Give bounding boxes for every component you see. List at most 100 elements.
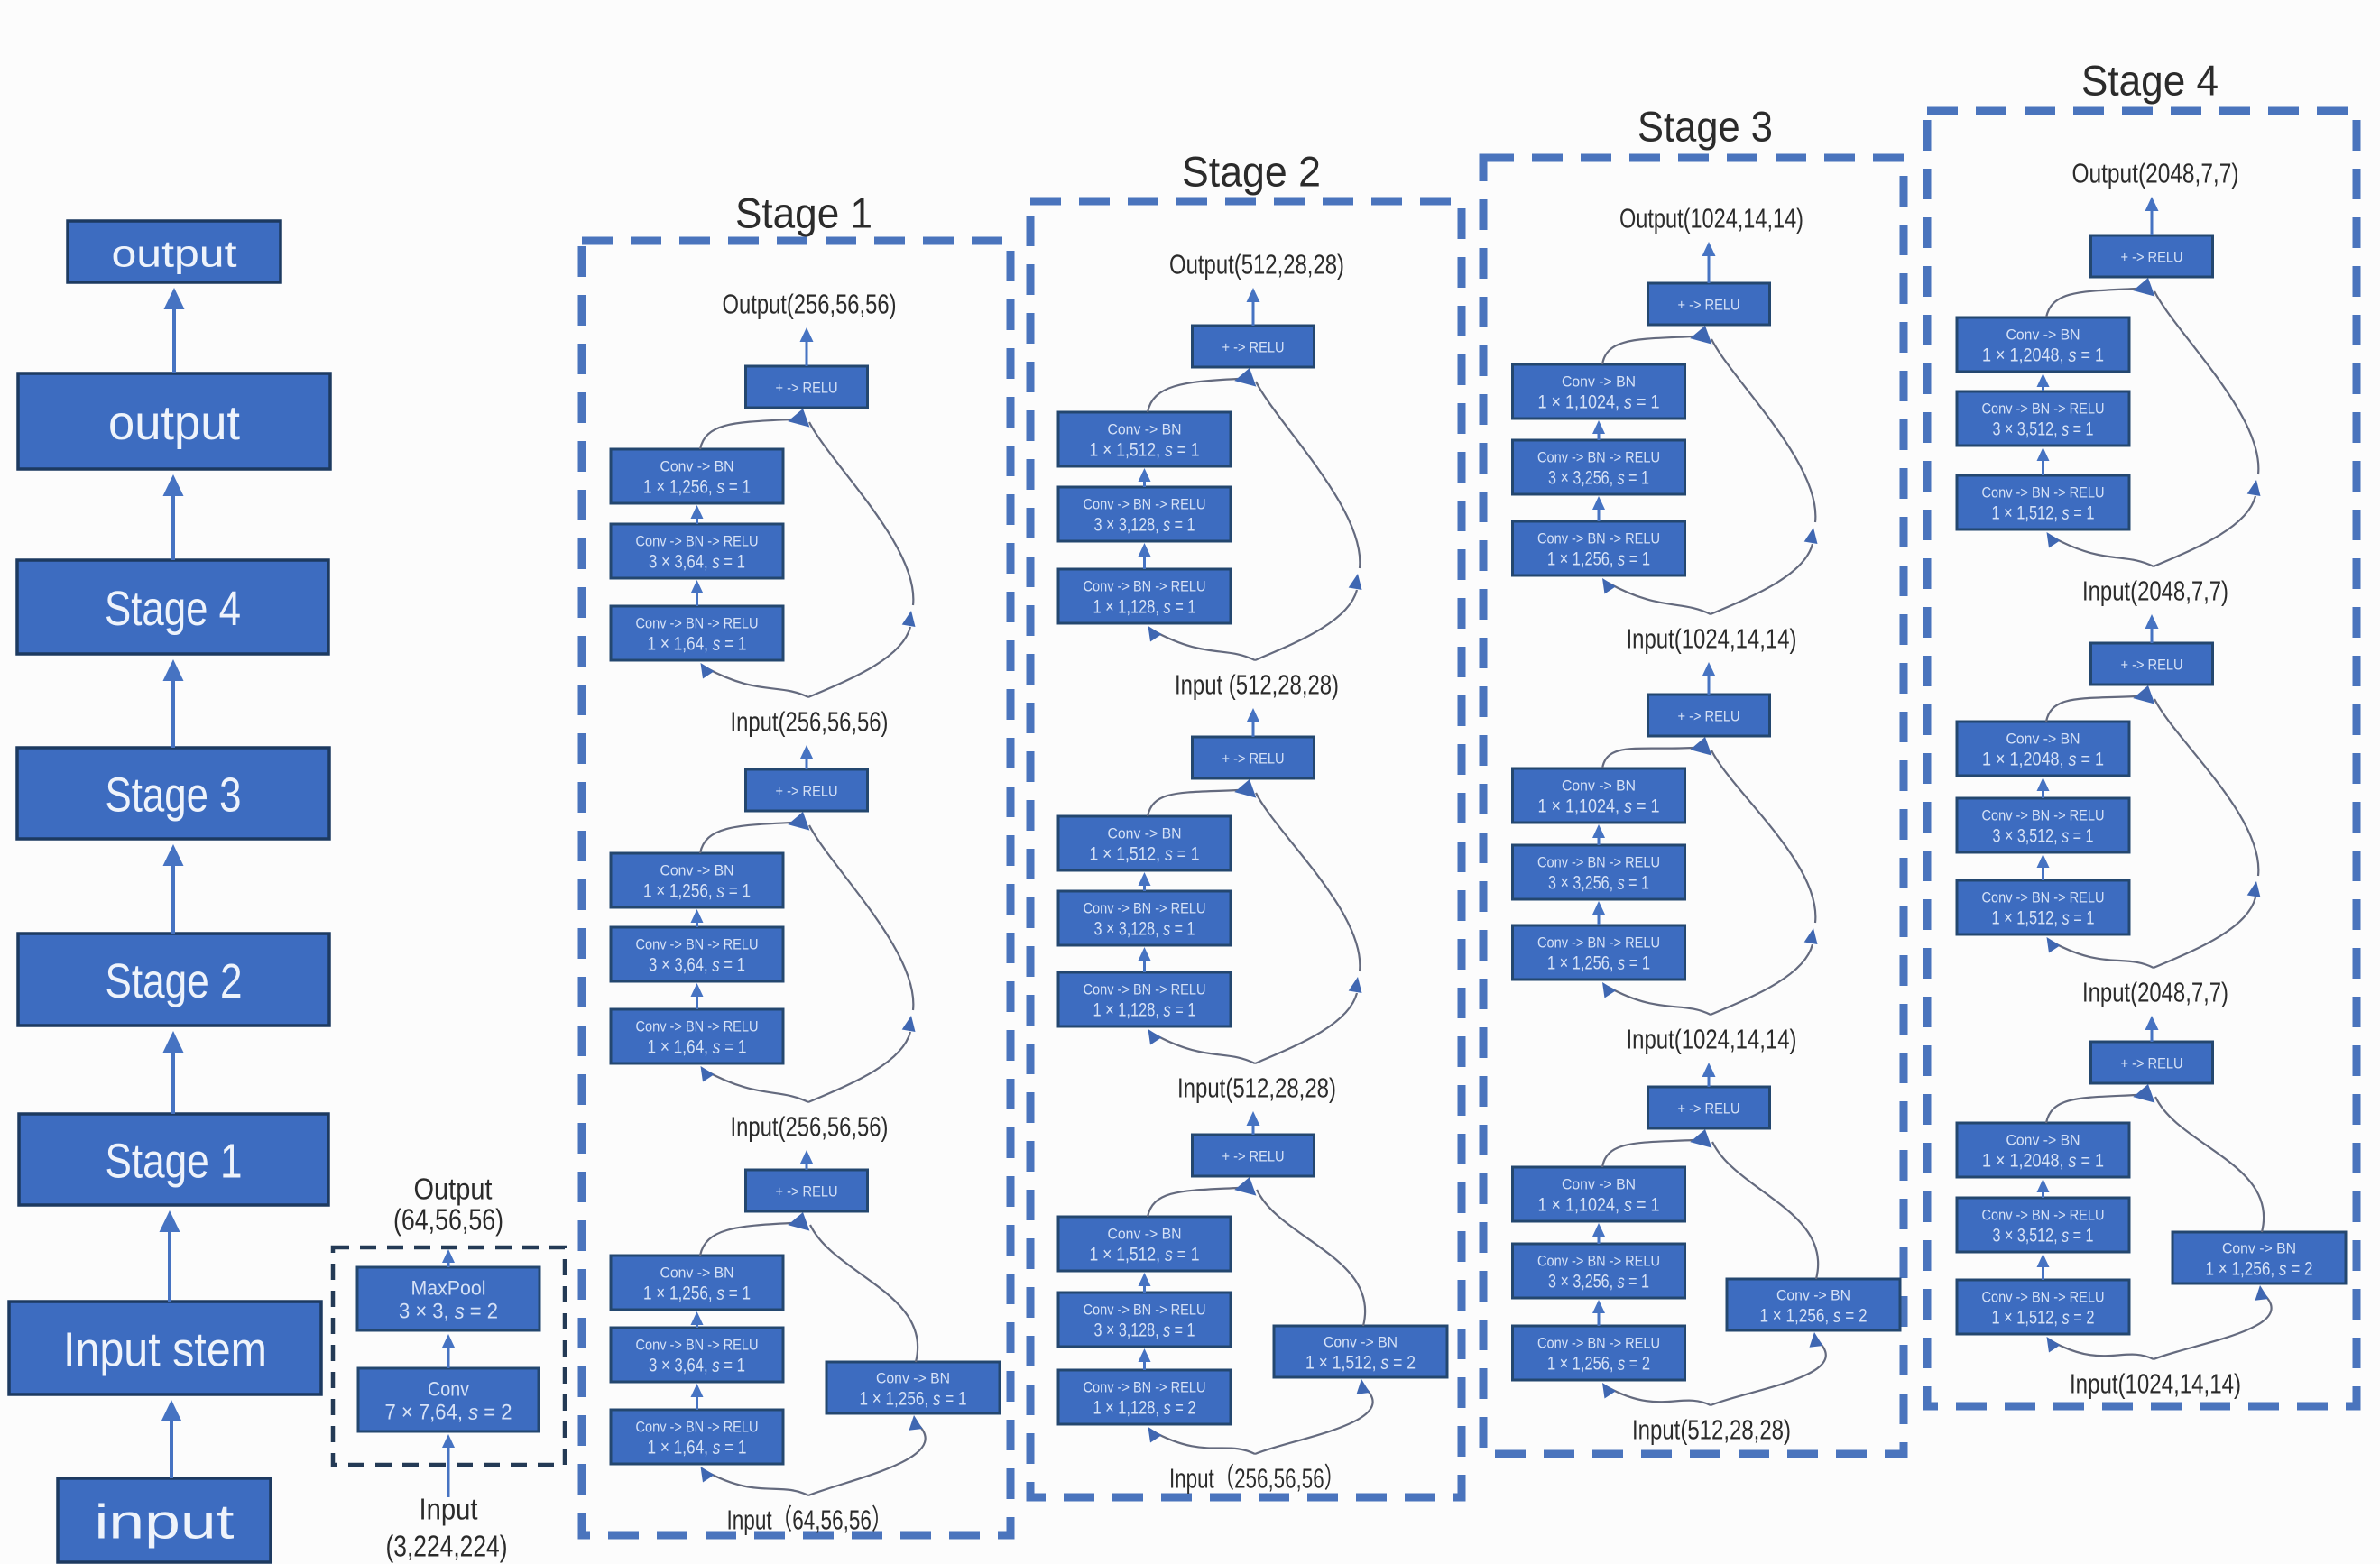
svg-text:+ -> RELU: + -> RELU [776, 1183, 838, 1201]
svg-text:+ -> RELU: + -> RELU [2121, 249, 2183, 266]
svg-text:3 × 3,64, s = 1: 3 × 3,64, s = 1 [649, 955, 745, 976]
svg-text:1 × 1,1024, s = 1: 1 × 1,1024, s = 1 [1538, 1195, 1660, 1216]
svg-text:Output: Output [414, 1173, 493, 1206]
svg-text:1 × 1,1024, s = 1: 1 × 1,1024, s = 1 [1538, 392, 1660, 413]
svg-text:3 × 3,512, s = 1: 3 × 3,512, s = 1 [1993, 826, 2094, 847]
svg-text:Conv -> BN -> RELU: Conv -> BN -> RELU [1084, 1379, 1206, 1396]
svg-text:+ -> RELU: + -> RELU [1678, 708, 1740, 725]
svg-text:Conv -> BN: Conv -> BN [660, 862, 734, 879]
svg-text:1 × 1,2048, s = 1: 1 × 1,2048, s = 1 [1982, 345, 2104, 366]
svg-text:3 × 3, s = 2: 3 × 3, s = 2 [399, 1300, 498, 1324]
svg-text:3 × 3,128, s = 1: 3 × 3,128, s = 1 [1094, 1320, 1195, 1341]
svg-text:Output(512,28,28): Output(512,28,28) [1169, 249, 1344, 281]
svg-text:output: output [112, 233, 237, 275]
svg-text:Conv -> BN: Conv -> BN [1562, 373, 1636, 391]
svg-text:Conv -> BN -> RELU: Conv -> BN -> RELU [1982, 889, 2105, 906]
svg-text:1 × 1,256, s = 2: 1 × 1,256, s = 2 [1547, 1354, 1650, 1375]
svg-text:Input(256,56,56): Input(256,56,56) [731, 1111, 889, 1143]
svg-text:Conv -> BN -> RELU: Conv -> BN -> RELU [636, 936, 759, 953]
svg-text:Stage 3: Stage 3 [106, 768, 242, 823]
svg-text:1 × 1,128, s = 2: 1 × 1,128, s = 2 [1093, 1398, 1196, 1419]
svg-text:Conv -> BN -> RELU: Conv -> BN -> RELU [1537, 530, 1660, 547]
svg-text:1 × 1,512, s = 1: 1 × 1,512, s = 1 [1992, 503, 2095, 524]
svg-text:+ -> RELU: + -> RELU [776, 783, 838, 800]
svg-text:MaxPool: MaxPool [411, 1277, 486, 1300]
svg-text:Stage 1: Stage 1 [106, 1135, 243, 1189]
svg-text:Conv -> BN -> RELU: Conv -> BN -> RELU [1537, 934, 1660, 952]
svg-text:3 × 3,64, s = 1: 3 × 3,64, s = 1 [649, 1356, 745, 1376]
svg-text:Conv -> BN -> RELU: Conv -> BN -> RELU [1537, 1253, 1660, 1270]
svg-text:Conv -> BN: Conv -> BN [2006, 327, 2080, 344]
svg-text:+ -> RELU: + -> RELU [1222, 339, 1285, 356]
svg-text:Conv -> BN -> RELU: Conv -> BN -> RELU [1537, 1335, 1660, 1352]
svg-text:1 × 1,2048, s = 1: 1 × 1,2048, s = 1 [1982, 750, 2104, 770]
svg-text:Stage 3: Stage 3 [1637, 103, 1773, 151]
svg-text:Conv -> BN -> RELU: Conv -> BN -> RELU [636, 1018, 759, 1035]
svg-text:Conv -> BN -> RELU: Conv -> BN -> RELU [1084, 578, 1206, 595]
svg-text:Stage 1: Stage 1 [735, 189, 872, 237]
svg-text:+ -> RELU: + -> RELU [1678, 1100, 1740, 1118]
svg-text:3 × 3,128, s = 1: 3 × 3,128, s = 1 [1094, 515, 1195, 536]
svg-text:+ -> RELU: + -> RELU [2121, 1055, 2183, 1072]
svg-text:Conv -> BN: Conv -> BN [1562, 777, 1636, 795]
svg-text:Input(2048,7,7): Input(2048,7,7) [2082, 977, 2228, 1008]
svg-text:1 × 1,512, s = 1: 1 × 1,512, s = 1 [1090, 844, 1200, 865]
svg-text:Stage 4: Stage 4 [2081, 57, 2219, 105]
svg-text:1 × 1,256, s = 1: 1 × 1,256, s = 1 [1547, 953, 1650, 974]
svg-text:Conv -> BN -> RELU: Conv -> BN -> RELU [636, 533, 759, 550]
svg-text:Conv -> BN -> RELU: Conv -> BN -> RELU [1084, 496, 1206, 513]
svg-text:Input(512,28,28): Input(512,28,28) [1177, 1072, 1336, 1104]
svg-text:3 × 3,256, s = 1: 3 × 3,256, s = 1 [1548, 468, 1649, 489]
svg-text:+ -> RELU: + -> RELU [1678, 297, 1740, 314]
svg-text:Input(512,28,28): Input(512,28,28) [1632, 1414, 1791, 1446]
svg-text:7 × 7,64, s = 2: 7 × 7,64, s = 2 [385, 1401, 512, 1425]
svg-text:1 × 1,512, s = 1: 1 × 1,512, s = 1 [1090, 440, 1200, 461]
svg-text:input: input [95, 1495, 235, 1550]
svg-text:1 × 1,64, s = 1: 1 × 1,64, s = 1 [648, 634, 747, 655]
svg-text:3 × 3,64, s = 1: 3 × 3,64, s = 1 [649, 552, 745, 573]
svg-text:+ -> RELU: + -> RELU [1222, 1148, 1285, 1165]
svg-text:Input（256,56,56）: Input（256,56,56） [1169, 1463, 1344, 1495]
svg-text:Conv -> BN -> RELU: Conv -> BN -> RELU [1982, 1289, 2105, 1306]
svg-text:1 × 1,128, s = 1: 1 × 1,128, s = 1 [1093, 597, 1196, 618]
svg-text:1 × 1,64, s = 1: 1 × 1,64, s = 1 [648, 1037, 747, 1058]
svg-text:+ -> RELU: + -> RELU [2121, 657, 2183, 674]
svg-text:Conv -> BN -> RELU: Conv -> BN -> RELU [636, 615, 759, 632]
svg-text:output: output [108, 396, 240, 450]
svg-text:1 × 1,128, s = 1: 1 × 1,128, s = 1 [1093, 1000, 1196, 1021]
svg-text:(64,56,56): (64,56,56) [393, 1203, 503, 1237]
svg-text:1 × 1,256, s = 1: 1 × 1,256, s = 1 [860, 1389, 967, 1410]
svg-text:Conv -> BN: Conv -> BN [1562, 1176, 1636, 1193]
svg-text:+ -> RELU: + -> RELU [1222, 750, 1285, 768]
svg-text:1 × 1,256, s = 1: 1 × 1,256, s = 1 [643, 881, 751, 902]
svg-text:Conv -> BN: Conv -> BN [2006, 731, 2080, 748]
svg-text:Conv -> BN: Conv -> BN [2222, 1240, 2296, 1257]
svg-text:1 × 1,512, s = 2: 1 × 1,512, s = 2 [1992, 1308, 2095, 1329]
svg-text:Conv -> BN -> RELU: Conv -> BN -> RELU [1982, 484, 2105, 501]
svg-text:1 × 1,1024, s = 1: 1 × 1,1024, s = 1 [1538, 796, 1660, 817]
svg-text:Stage 2: Stage 2 [1182, 148, 1321, 196]
svg-text:(3,224,224): (3,224,224) [386, 1530, 508, 1563]
svg-text:Conv -> BN -> RELU: Conv -> BN -> RELU [1982, 400, 2105, 418]
svg-text:1 × 1,256, s = 1: 1 × 1,256, s = 1 [1547, 549, 1650, 570]
svg-text:Stage 4: Stage 4 [105, 582, 241, 636]
svg-text:3 × 3,128, s = 1: 3 × 3,128, s = 1 [1094, 919, 1195, 940]
svg-text:Conv -> BN: Conv -> BN [1776, 1287, 1850, 1304]
svg-text:Conv -> BN: Conv -> BN [660, 458, 734, 475]
svg-text:Input（64,56,56）: Input（64,56,56） [727, 1504, 892, 1536]
svg-text:Conv -> BN -> RELU: Conv -> BN -> RELU [1537, 449, 1660, 466]
svg-text:3 × 3,512, s = 1: 3 × 3,512, s = 1 [1993, 1226, 2094, 1247]
svg-text:Input: Input [420, 1493, 478, 1526]
svg-text:Conv -> BN: Conv -> BN [660, 1265, 734, 1282]
svg-text:1 × 1,256, s = 1: 1 × 1,256, s = 1 [643, 477, 751, 498]
svg-text:Output(1024,14,14): Output(1024,14,14) [1619, 203, 1803, 235]
svg-text:Input(256,56,56): Input(256,56,56) [731, 706, 889, 738]
svg-text:Input(1024,14,14): Input(1024,14,14) [2070, 1368, 2241, 1400]
svg-text:Input(1024,14,14): Input(1024,14,14) [1627, 1024, 1797, 1055]
svg-text:Conv -> BN: Conv -> BN [876, 1370, 950, 1387]
svg-text:Conv -> BN -> RELU: Conv -> BN -> RELU [1537, 854, 1660, 871]
svg-text:3 × 3,256, s = 1: 3 × 3,256, s = 1 [1548, 1272, 1649, 1293]
svg-text:Conv -> BN -> RELU: Conv -> BN -> RELU [1084, 1302, 1206, 1319]
svg-text:Conv -> BN: Conv -> BN [2006, 1132, 2080, 1149]
svg-text:1 × 1,2048, s = 1: 1 × 1,2048, s = 1 [1982, 1151, 2104, 1172]
